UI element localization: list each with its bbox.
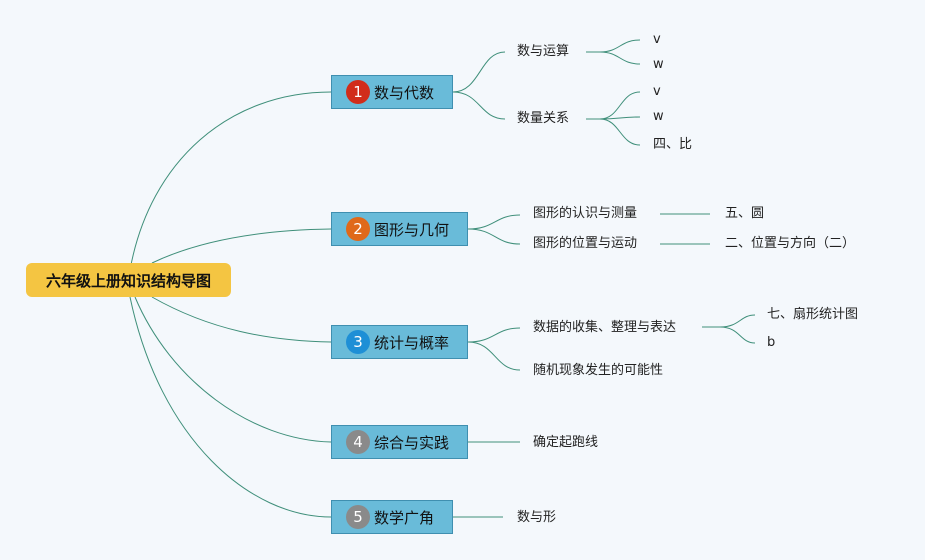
- branch-numbers-algebra[interactable]: 1 数与代数: [331, 75, 453, 109]
- branch-practice[interactable]: 4 综合与实践: [331, 425, 468, 459]
- topic-starting-line[interactable]: 确定起跑线: [533, 435, 599, 450]
- link-root-b2: [151, 228, 332, 264]
- number-badge-2: 2: [346, 217, 370, 241]
- number-badge-5: 5: [346, 505, 370, 529]
- link-b1-c2: [452, 91, 506, 120]
- number-badge-4: 4: [346, 430, 370, 454]
- link-root-b5: [129, 296, 332, 518]
- branch-label: 图形与几何: [374, 220, 450, 239]
- link-b2-c2: [467, 228, 521, 245]
- topic-data-collection[interactable]: 数据的收集、整理与表达: [533, 320, 677, 335]
- link-b1-c1: [452, 51, 506, 93]
- subtopic-w[interactable]: w: [653, 57, 664, 72]
- link-root-b1: [129, 91, 332, 271]
- link-b3-c2: [467, 341, 521, 371]
- branch-label: 数学广角: [374, 508, 435, 527]
- branch-label: 综合与实践: [374, 433, 450, 452]
- number-badge-3: 3: [346, 330, 370, 354]
- number-badge-1: 1: [346, 80, 370, 104]
- subtopic-v[interactable]: v: [653, 84, 661, 99]
- topic-shape-measurement[interactable]: 图形的认识与测量: [533, 206, 638, 221]
- topic-quantity-relations[interactable]: 数量关系: [517, 111, 570, 126]
- subtopic-v[interactable]: v: [653, 32, 661, 47]
- topic-probability[interactable]: 随机现象发生的可能性: [533, 363, 664, 378]
- subtopic-ratio[interactable]: 四、比: [653, 137, 693, 152]
- subtopic-circle[interactable]: 五、圆: [725, 206, 765, 221]
- branch-label: 统计与概率: [374, 333, 450, 352]
- link-root-b3: [151, 296, 332, 343]
- subtopic-b[interactable]: b: [767, 335, 776, 350]
- link-root-b4: [134, 296, 332, 443]
- link-b2-c1: [467, 214, 521, 230]
- topic-numbers-shapes[interactable]: 数与形: [517, 510, 557, 525]
- subtopic-pie-chart[interactable]: 七、扇形统计图: [767, 307, 859, 322]
- branch-statistics-probability[interactable]: 3 统计与概率: [331, 325, 468, 359]
- subtopic-w[interactable]: w: [653, 109, 664, 124]
- branch-geometry[interactable]: 2 图形与几何: [331, 212, 468, 246]
- root-topic[interactable]: 六年级上册知识结构导图: [26, 263, 231, 297]
- branch-label: 数与代数: [374, 83, 435, 102]
- topic-numbers-operations[interactable]: 数与运算: [517, 44, 570, 59]
- link-b3-c1: [467, 327, 521, 343]
- branch-math-wide-angle[interactable]: 5 数学广角: [331, 500, 453, 534]
- subtopic-position-direction[interactable]: 二、位置与方向（二）: [725, 236, 856, 251]
- topic-position-motion[interactable]: 图形的位置与运动: [533, 236, 638, 251]
